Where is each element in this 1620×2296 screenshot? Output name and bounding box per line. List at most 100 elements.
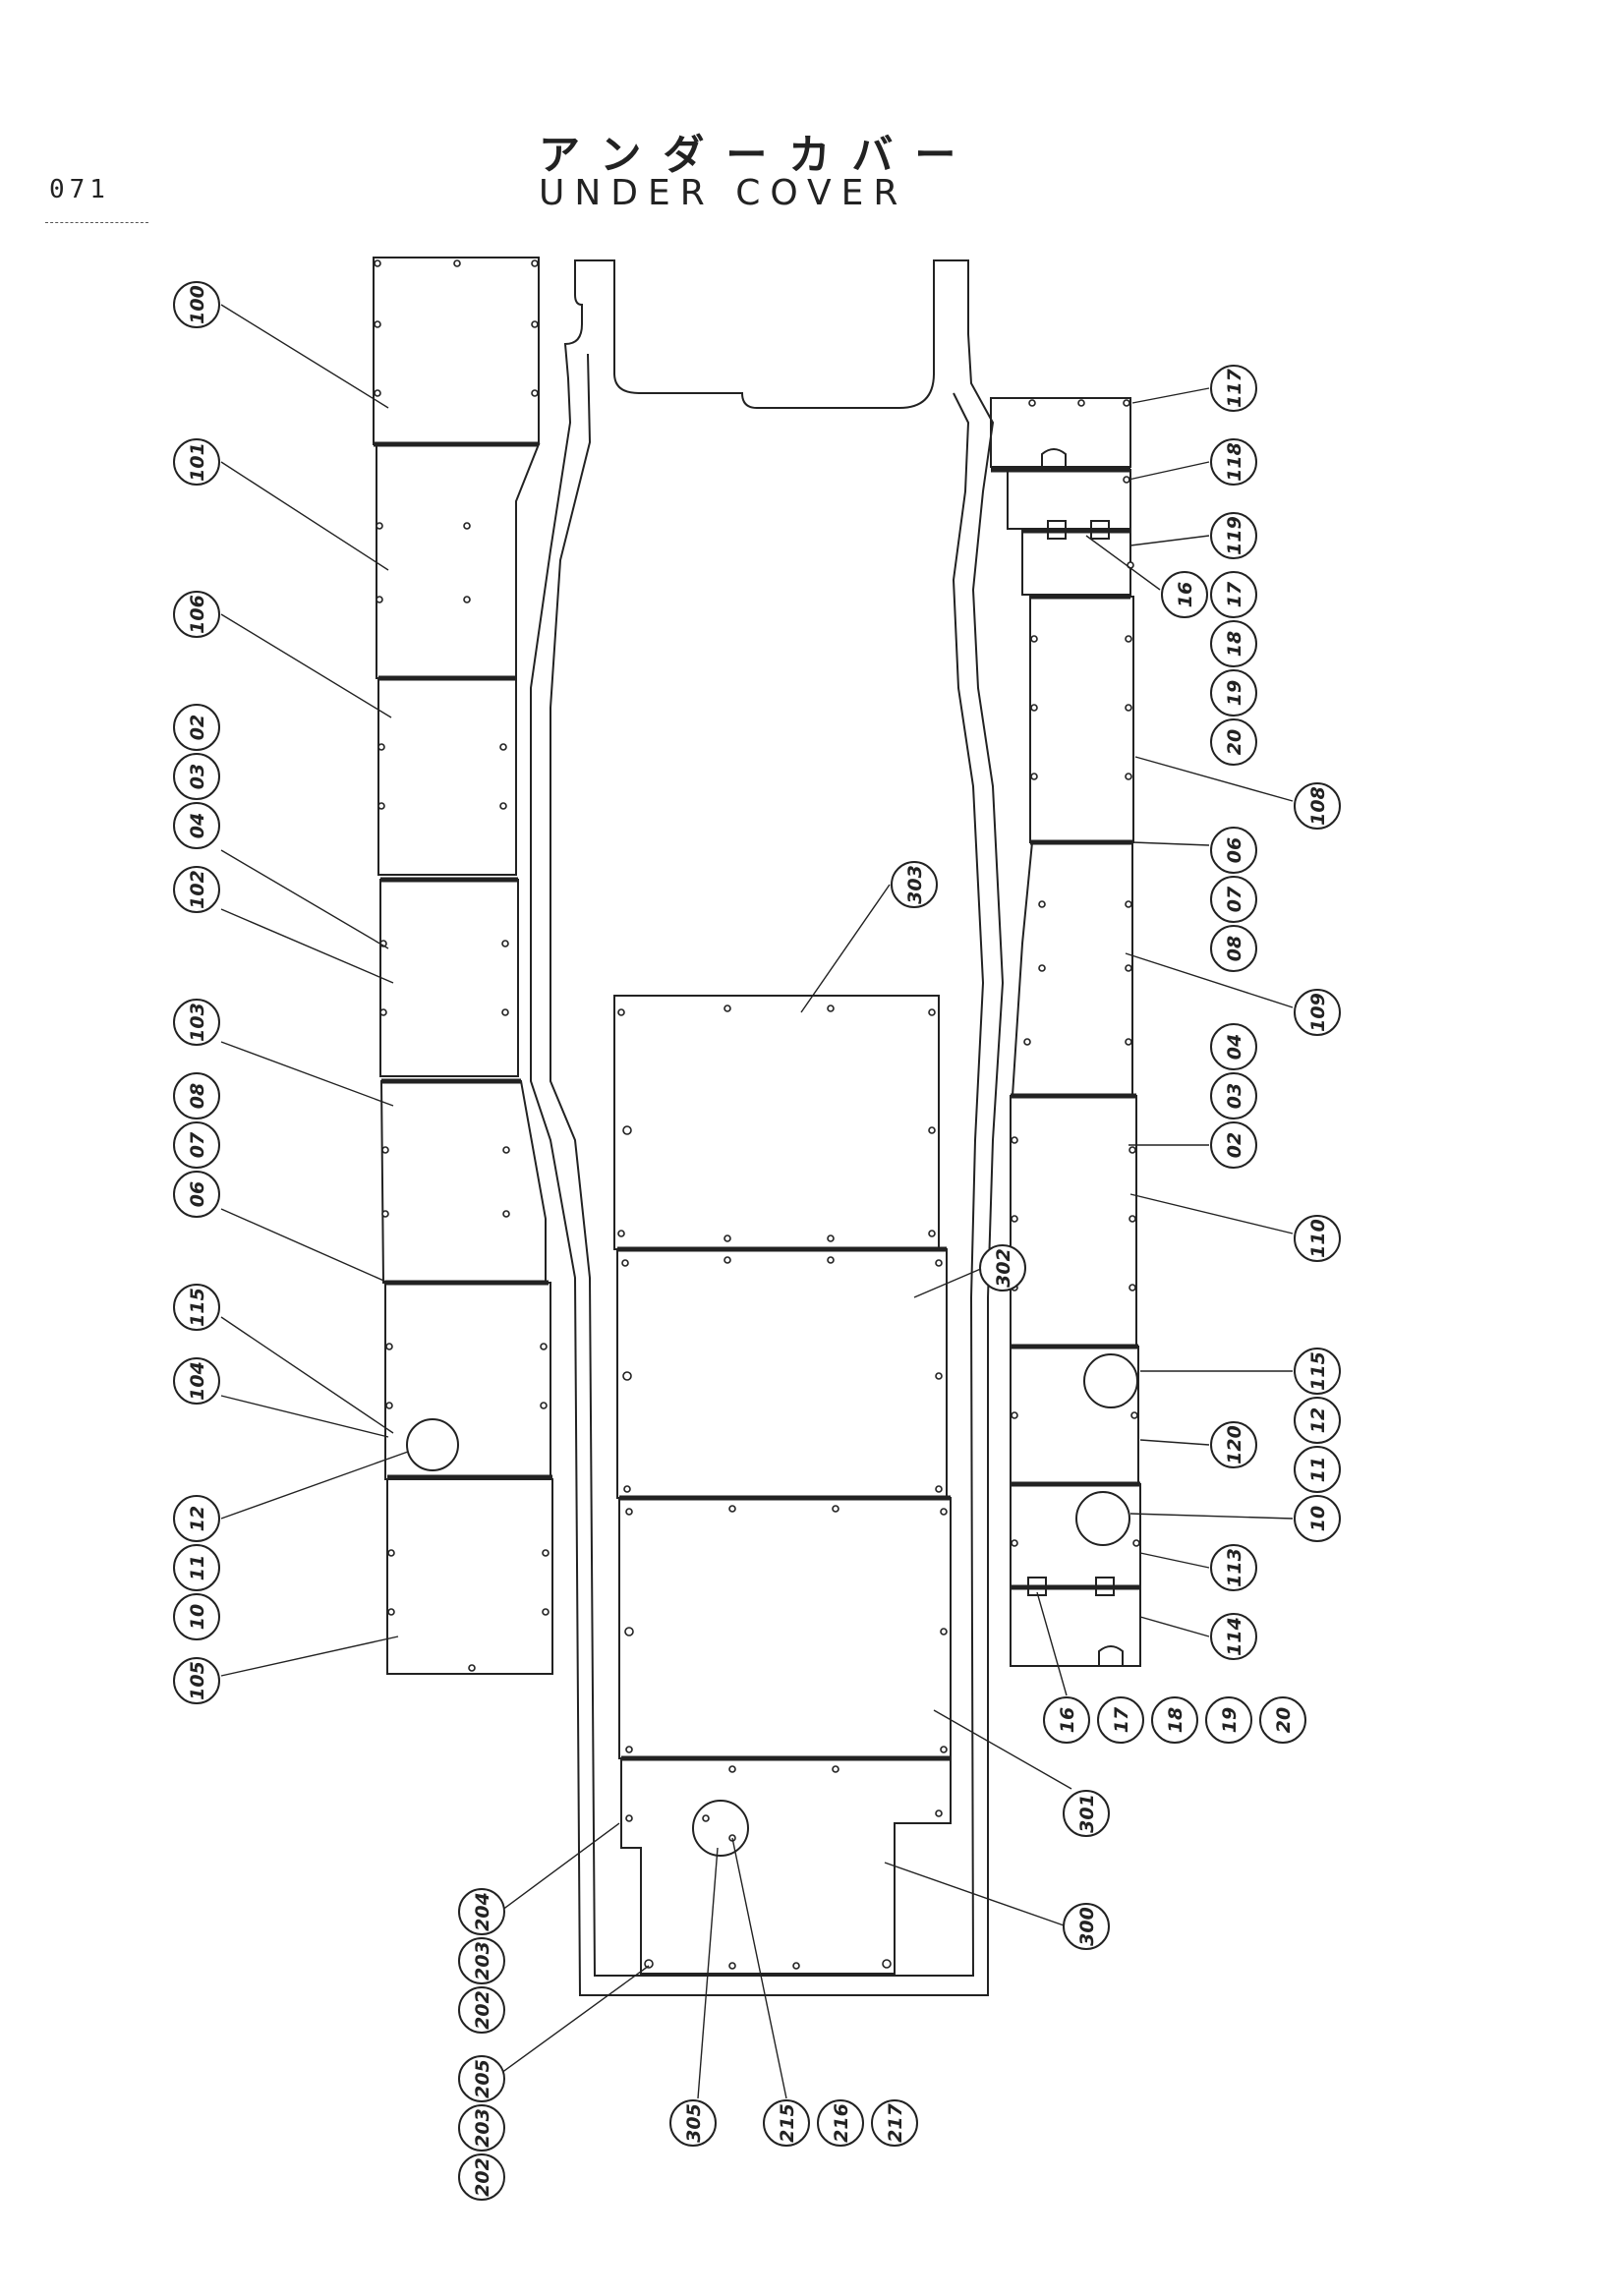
svg-text:10: 10 bbox=[187, 1604, 208, 1630]
svg-text:10: 10 bbox=[1307, 1506, 1329, 1531]
callout-07-left: 07 bbox=[173, 1121, 220, 1169]
hinge-16-upper-b bbox=[1090, 520, 1110, 540]
svg-text:216: 216 bbox=[831, 2103, 852, 2143]
svg-text:02: 02 bbox=[187, 715, 208, 740]
hinge-16-lower-b bbox=[1095, 1577, 1115, 1596]
callout-11-left: 11 bbox=[173, 1544, 220, 1591]
callout-12-right: 12 bbox=[1294, 1397, 1341, 1444]
panel-301 bbox=[618, 1497, 952, 1759]
svg-text:16: 16 bbox=[1175, 582, 1196, 607]
panel-106 bbox=[377, 677, 517, 876]
callout-305: 305 bbox=[669, 2099, 717, 2147]
page-number: 071 bbox=[49, 175, 110, 204]
callout-06-left: 06 bbox=[173, 1171, 220, 1218]
left-bolt-holes bbox=[374, 259, 550, 1672]
svg-text:101: 101 bbox=[187, 442, 208, 482]
callout-215: 215 bbox=[763, 2099, 810, 2147]
inspection-cover-305 bbox=[692, 1800, 749, 1857]
callout-02-right: 02 bbox=[1210, 1121, 1257, 1169]
callout-119: 119 bbox=[1210, 512, 1257, 559]
callout-18-right-upper: 18 bbox=[1210, 620, 1257, 667]
svg-text:06: 06 bbox=[187, 1181, 208, 1207]
right-bolt-holes bbox=[1011, 399, 1140, 1547]
svg-text:115: 115 bbox=[1307, 1351, 1329, 1391]
center-bolt-holes bbox=[617, 1004, 948, 1970]
svg-text:07: 07 bbox=[187, 1131, 208, 1158]
callout-300: 300 bbox=[1063, 1903, 1110, 1950]
svg-text:20: 20 bbox=[1224, 729, 1245, 755]
callout-106: 106 bbox=[173, 591, 220, 638]
svg-text:110: 110 bbox=[1307, 1219, 1329, 1258]
callout-17-right-lower: 17 bbox=[1097, 1696, 1144, 1744]
title-japanese: アンダーカバー bbox=[539, 131, 978, 179]
callout-103: 103 bbox=[173, 999, 220, 1046]
panel-120 bbox=[1010, 1346, 1139, 1485]
svg-text:300: 300 bbox=[1076, 1907, 1098, 1946]
svg-text:104: 104 bbox=[187, 1361, 208, 1401]
svg-text:118: 118 bbox=[1224, 442, 1245, 482]
panel-105 bbox=[386, 1478, 553, 1675]
callout-03-right: 03 bbox=[1210, 1072, 1257, 1119]
callout-303: 303 bbox=[891, 861, 938, 908]
svg-text:203: 203 bbox=[472, 2108, 493, 2148]
svg-text:103: 103 bbox=[187, 1003, 208, 1042]
callout-105: 105 bbox=[173, 1657, 220, 1704]
callout-117: 117 bbox=[1210, 365, 1257, 412]
hinge-16-upper-a bbox=[1047, 520, 1067, 540]
panel-104 bbox=[384, 1282, 551, 1480]
svg-text:04: 04 bbox=[1224, 1034, 1245, 1060]
svg-text:100: 100 bbox=[187, 285, 208, 324]
panel-302 bbox=[616, 1248, 948, 1499]
svg-text:303: 303 bbox=[904, 865, 926, 904]
svg-text:12: 12 bbox=[1307, 1407, 1329, 1433]
callout-100: 100 bbox=[173, 281, 220, 328]
callout-11-right: 11 bbox=[1294, 1446, 1341, 1493]
panel-118 bbox=[1007, 469, 1131, 530]
svg-text:16: 16 bbox=[1057, 1707, 1078, 1733]
callout-19-right-upper: 19 bbox=[1210, 669, 1257, 717]
svg-text:08: 08 bbox=[187, 1083, 208, 1109]
callout-20-right-lower: 20 bbox=[1259, 1696, 1306, 1744]
callout-12-left: 12 bbox=[173, 1495, 220, 1542]
callout-216: 216 bbox=[817, 2099, 864, 2147]
svg-text:20: 20 bbox=[1273, 1707, 1295, 1733]
callout-120: 120 bbox=[1210, 1421, 1257, 1468]
svg-text:113: 113 bbox=[1224, 1548, 1245, 1587]
svg-text:109: 109 bbox=[1307, 993, 1329, 1032]
callout-202-b: 202 bbox=[458, 2153, 505, 2201]
svg-text:204: 204 bbox=[472, 1892, 493, 1931]
callout-110: 110 bbox=[1294, 1215, 1341, 1262]
svg-text:120: 120 bbox=[1224, 1425, 1245, 1464]
panel-303 bbox=[613, 995, 940, 1250]
callout-101: 101 bbox=[173, 438, 220, 486]
panel-101 bbox=[376, 443, 541, 679]
hinge-16-lower-a bbox=[1027, 1577, 1047, 1596]
svg-text:08: 08 bbox=[1224, 936, 1245, 961]
svg-text:04: 04 bbox=[187, 813, 208, 838]
callout-16-right-upper: 16 bbox=[1161, 571, 1208, 618]
svg-text:11: 11 bbox=[187, 1555, 208, 1580]
svg-text:115: 115 bbox=[187, 1288, 208, 1327]
callout-302: 302 bbox=[979, 1244, 1026, 1292]
callout-301: 301 bbox=[1063, 1790, 1110, 1837]
panel-110 bbox=[1010, 1095, 1137, 1348]
panel-103 bbox=[379, 1080, 547, 1284]
callout-04-right: 04 bbox=[1210, 1023, 1257, 1070]
svg-text:106: 106 bbox=[187, 595, 208, 634]
svg-text:19: 19 bbox=[1219, 1707, 1241, 1733]
callout-115-left: 115 bbox=[173, 1284, 220, 1331]
svg-text:117: 117 bbox=[1224, 368, 1245, 407]
leader-lines bbox=[220, 304, 1294, 2099]
callout-203-b: 203 bbox=[458, 2104, 505, 2152]
svg-text:17: 17 bbox=[1224, 581, 1245, 607]
callout-109: 109 bbox=[1294, 989, 1341, 1036]
callout-217: 217 bbox=[871, 2099, 918, 2147]
callout-04-left: 04 bbox=[173, 802, 220, 849]
svg-text:07: 07 bbox=[1224, 886, 1245, 912]
svg-text:302: 302 bbox=[993, 1248, 1014, 1288]
callouts: 100 101 106 02 03 04 102 103 08 07 06 11… bbox=[173, 281, 1341, 2201]
callout-17-right-upper: 17 bbox=[1210, 571, 1257, 618]
callout-08-left: 08 bbox=[173, 1072, 220, 1119]
inspection-cover-right-lower bbox=[1075, 1491, 1130, 1546]
